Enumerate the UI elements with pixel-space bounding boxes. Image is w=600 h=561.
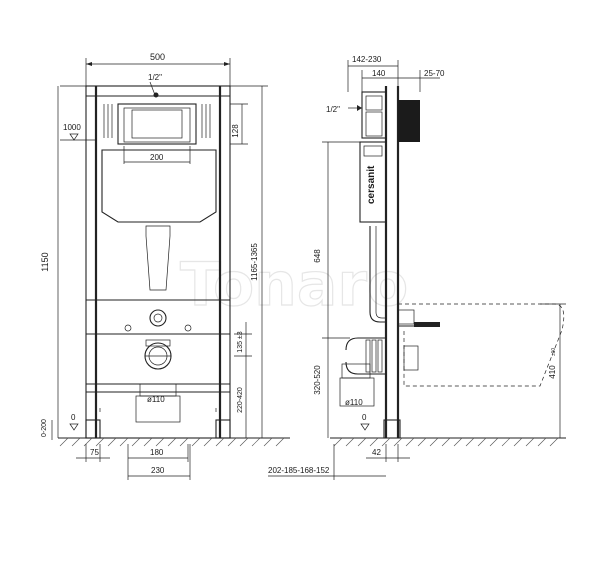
dim-height-range: 1165-1365 bbox=[250, 243, 259, 281]
dim-410: 410 bbox=[548, 365, 557, 379]
dim-floor-range: 0-200 bbox=[41, 419, 48, 437]
dim-42: 42 bbox=[372, 448, 381, 457]
dim-width-top: 500 bbox=[150, 52, 165, 62]
dim-128: 128 bbox=[231, 124, 240, 138]
dim-220-420: 220-420 bbox=[237, 387, 244, 413]
dim-bottom-range: 202-185-168-152 bbox=[268, 466, 330, 475]
pipe-label-side: 1/2" bbox=[326, 105, 340, 114]
dim-230: 230 bbox=[151, 466, 165, 475]
dim-410-tolerance: ±10 bbox=[551, 348, 557, 357]
floor-zero-side: 0 bbox=[362, 413, 367, 422]
dim-75: 75 bbox=[90, 448, 99, 457]
diameter-front: ø110 bbox=[147, 395, 165, 404]
diameter-side: ø110 bbox=[345, 398, 363, 407]
dim-height-total: 1150 bbox=[40, 252, 50, 271]
dim-142-230: 142-230 bbox=[352, 55, 382, 64]
dim-200: 200 bbox=[150, 153, 164, 162]
dim-320-520: 320-520 bbox=[313, 365, 322, 395]
dim-135: 135 ±3 bbox=[237, 331, 244, 352]
floor-zero-front: 0 bbox=[71, 413, 76, 422]
watermark: Tonaro bbox=[180, 250, 408, 320]
dim-25-70: 25-70 bbox=[424, 69, 445, 78]
side-view: 142-230 140 25-70 1/2" cersanit 648 bbox=[268, 55, 566, 480]
dim-140: 140 bbox=[372, 69, 386, 78]
brand-label: cersanit bbox=[366, 165, 377, 204]
mark-1000: 1000 bbox=[63, 123, 81, 132]
dim-648: 648 bbox=[313, 249, 322, 263]
dim-180: 180 bbox=[150, 448, 164, 457]
front-view: 500 1/2" 1000 128 bbox=[40, 52, 290, 480]
pipe-label-top: 1/2" bbox=[148, 73, 162, 82]
